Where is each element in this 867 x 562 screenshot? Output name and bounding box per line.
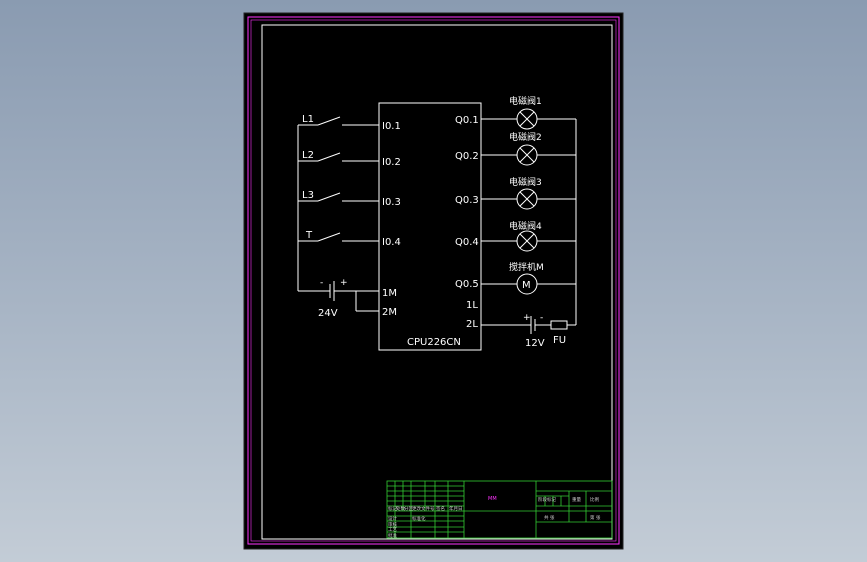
tb-label-stage: 阶段标记 bbox=[538, 496, 556, 503]
plc-output-5: Q0.5 bbox=[455, 279, 479, 290]
title-block: MM 标记 处数 分区 更改文件号 签名 年月日 设计 标准化 审核 工艺 批准… bbox=[386, 480, 613, 539]
plc-input-2: I0.2 bbox=[382, 157, 401, 168]
plc-input-1: I0.1 bbox=[382, 121, 401, 132]
solenoid-valve-2-label: 电磁阀2 bbox=[509, 131, 542, 143]
input-switch-l1-label: L1 bbox=[302, 114, 314, 125]
tb-label-approve: 批准 bbox=[388, 532, 397, 539]
plc-common-2l: 2L bbox=[466, 319, 478, 330]
input-switch-t-label: T bbox=[305, 230, 313, 241]
plc-model-label: CPU226CN bbox=[407, 337, 461, 348]
plc-common-1l: 1L bbox=[466, 300, 478, 311]
output-supply-minus: - bbox=[540, 313, 543, 323]
title-block-drawing-name: MM bbox=[488, 496, 497, 502]
plc-output-3: Q0.3 bbox=[455, 195, 479, 206]
plc-body bbox=[378, 102, 482, 351]
output-supply-voltage: 12V bbox=[525, 338, 545, 349]
plc-common-1m: 1M bbox=[382, 288, 397, 299]
output-circuit: 电磁阀1 电磁阀2 电磁阀3 电磁阀4 M 搅拌机M bbox=[481, 95, 577, 349]
output-supply-plus: + bbox=[523, 313, 531, 323]
tb-label-change-doc: 更改文件号 bbox=[412, 505, 435, 512]
plc-output-1: Q0.1 bbox=[455, 115, 479, 126]
tb-label-zone: 分区 bbox=[404, 505, 413, 512]
drawing-frame bbox=[261, 24, 613, 540]
solenoid-valve-3-label: 电磁阀3 bbox=[509, 176, 542, 188]
plc-module: CPU226CN I0.1 I0.2 I0.3 I0.4 1M 2M Q0.1 … bbox=[378, 102, 482, 351]
plc-input-3: I0.3 bbox=[382, 197, 401, 208]
mixer-motor-label: 搅拌机M bbox=[509, 261, 544, 273]
plc-common-2m: 2M bbox=[382, 307, 397, 318]
tb-label-count: 处数 bbox=[396, 505, 405, 512]
tb-label-sheet-no: 第 张 bbox=[590, 514, 601, 521]
solenoid-valve-4-label: 电磁阀4 bbox=[509, 220, 542, 232]
mixer-motor-letter: M bbox=[522, 280, 531, 291]
tb-label-review: 审核 bbox=[388, 521, 397, 528]
model-space-background bbox=[243, 12, 624, 550]
input-supply-minus: - bbox=[320, 278, 323, 288]
input-switch-l3-label: L3 bbox=[302, 190, 314, 201]
tb-label-weight: 重量 bbox=[572, 496, 581, 503]
input-circuit: L1 L2 L3 T - + 24V bbox=[297, 114, 379, 319]
tb-label-total-sheets: 共 张 bbox=[544, 514, 555, 521]
fuse-label: FU bbox=[553, 335, 566, 346]
input-switch-l2-label: L2 bbox=[302, 150, 314, 161]
sheet-outer-border bbox=[247, 16, 620, 545]
tb-label-process: 工艺 bbox=[388, 527, 397, 533]
tb-label-standard: 标准化 bbox=[412, 515, 426, 522]
tb-label-design: 设计 bbox=[388, 515, 397, 522]
tb-label-scale: 比例 bbox=[590, 496, 599, 503]
input-supply-voltage: 24V bbox=[318, 308, 338, 319]
plc-output-2: Q0.2 bbox=[455, 151, 479, 162]
tb-label-signature: 签名 bbox=[436, 505, 445, 512]
plc-output-4: Q0.4 bbox=[455, 237, 479, 248]
solenoid-valve-1-label: 电磁阀1 bbox=[509, 95, 542, 107]
tb-label-marker: 标记 bbox=[388, 505, 397, 512]
tb-label-date: 年月日 bbox=[449, 505, 463, 512]
plc-input-4: I0.4 bbox=[382, 237, 401, 248]
input-supply-plus: + bbox=[340, 278, 348, 288]
sheet-outer-border-inner bbox=[250, 19, 617, 542]
